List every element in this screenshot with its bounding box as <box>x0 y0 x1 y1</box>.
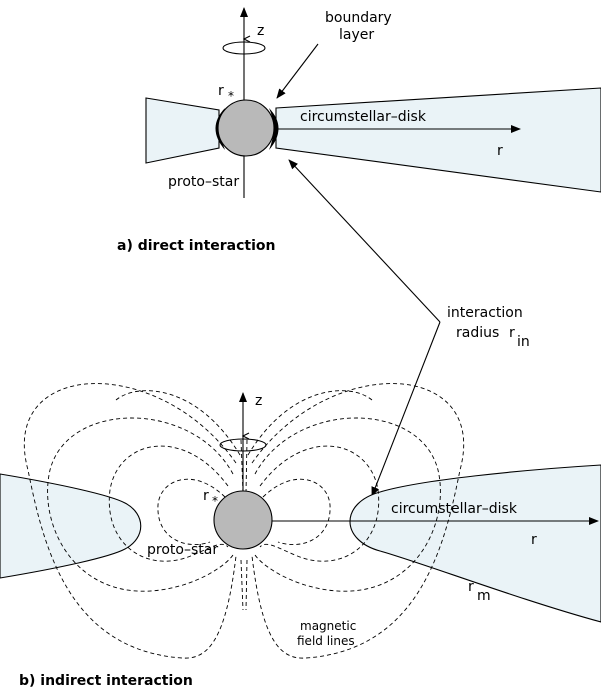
panel-b-r-star-sub: * <box>212 494 218 508</box>
panel-a-star-label: proto–star <box>168 174 239 190</box>
panel-b-z-label: z <box>255 393 262 409</box>
panel-b-disk-left <box>0 473 142 579</box>
interaction-r-sub: in <box>517 334 530 350</box>
panel-b-r-label: r <box>531 532 537 548</box>
panel-a-disk-right <box>275 87 601 193</box>
interaction-r-label: r <box>509 325 515 341</box>
panel-b-r-star-label: r <box>203 488 209 504</box>
panel-b-rotation-arrow <box>219 438 267 452</box>
interaction-radius-callout: interaction radius r in <box>288 159 530 497</box>
panel-b-rm-sub: m <box>477 588 491 604</box>
panel-b-proto-star <box>213 490 273 550</box>
panel-a-boundary-label-line2: layer <box>339 27 374 43</box>
panel-b-field-label-line2: field lines <box>297 634 355 648</box>
panel-b-star-label: proto–star <box>147 542 218 558</box>
panel-b-caption: b) indirect interaction <box>19 673 193 689</box>
panel-a-boundary-pointer <box>276 43 319 99</box>
panel-a-boundary-label-line1: boundary <box>325 10 392 26</box>
panel-a-rotation-arrow <box>222 41 266 55</box>
panel-a-disk-label: circumstellar–disk <box>300 109 427 125</box>
panel-a-caption: a) direct interaction <box>117 238 275 254</box>
interaction-label-line2: radius <box>456 325 499 341</box>
panel-b-field-lines <box>23 383 465 659</box>
panel-a-proto-star <box>217 99 275 157</box>
panel-a-r-label: r <box>497 143 503 159</box>
panel-a-direct-interaction: z boundary layer r * circumstellar–disk … <box>117 7 601 254</box>
panel-b-field-label-line1: magnetic <box>300 619 356 633</box>
panel-b-disk-label: circumstellar–disk <box>391 501 518 517</box>
interaction-pointer-down <box>371 321 441 497</box>
panel-b-rm-label: r <box>468 579 474 595</box>
interaction-pointer-up <box>288 159 441 323</box>
panel-a-r-star-sub: * <box>228 89 234 103</box>
panel-b-indirect-interaction: z r * circumstellar–disk proto–star r r … <box>0 383 601 689</box>
panel-a-rotation-arrowhead <box>242 35 251 43</box>
panel-a-z-label: z <box>257 23 264 39</box>
panel-a-r-star-label: r <box>218 83 224 99</box>
panel-b-rotation-arrowhead <box>241 432 250 440</box>
panel-a-disk-left <box>145 97 220 164</box>
interaction-label-line1: interaction <box>447 305 523 321</box>
panel-b-disk-right <box>349 464 601 623</box>
